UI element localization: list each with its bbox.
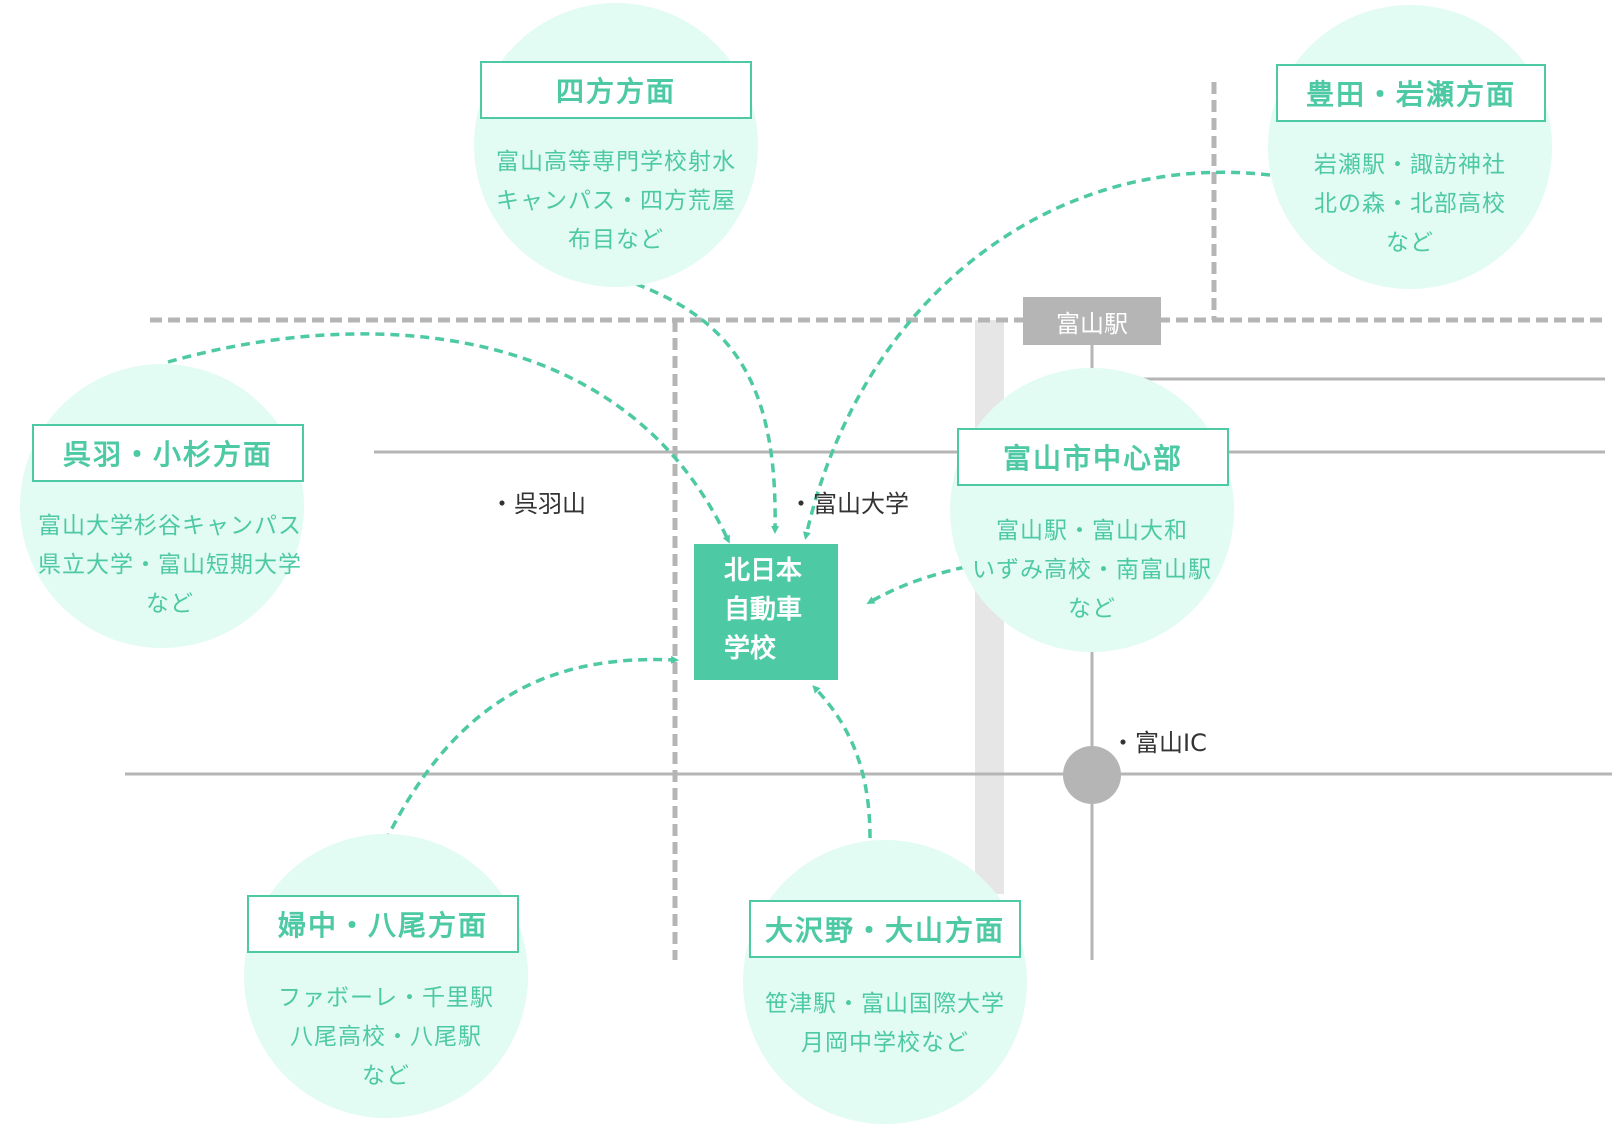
area-circle-yokata bbox=[474, 3, 758, 287]
route-arrow-kureha bbox=[167, 332, 730, 544]
area-description-line: など bbox=[1068, 596, 1116, 622]
school-marker[interactable]: 北日本 自動車 学校 bbox=[694, 544, 838, 680]
area-description-line: など bbox=[146, 591, 194, 617]
area-circle-toyoda bbox=[1268, 5, 1552, 289]
school-name-line: 学校 bbox=[724, 634, 777, 664]
area-description-line: 富山駅・富山大和 bbox=[996, 518, 1188, 544]
area-title-fuchu[interactable]: 婦中・八尾方面 bbox=[247, 895, 519, 953]
route-arrows bbox=[167, 170, 1271, 843]
area-description-line: 月岡中学校など bbox=[801, 1030, 969, 1056]
area-description-line: など bbox=[362, 1063, 410, 1089]
area-circle-fuchu bbox=[244, 834, 528, 1118]
area-title-yokata[interactable]: 四方方面 bbox=[480, 61, 752, 119]
area-circle-kureha bbox=[20, 364, 304, 648]
area-title-toyoda[interactable]: 豊田・岩瀬方面 bbox=[1276, 64, 1546, 122]
route-arrow-center bbox=[866, 565, 966, 604]
interchange-marker bbox=[1063, 746, 1121, 804]
school-name-line: 自動車 bbox=[724, 595, 803, 625]
area-description-line: 富山大学杉谷キャンパス bbox=[38, 513, 302, 539]
area-description-toyoda: 岩瀬駅・諏訪神社 北の森・北部高校 など bbox=[1260, 146, 1560, 263]
area-description-line: 笹津駅・富山国際大学 bbox=[765, 991, 1005, 1017]
route-arrow-yokata bbox=[635, 282, 780, 534]
landmark-kurehayama: ・呉羽山 bbox=[490, 490, 586, 518]
school-name-line: 北日本 bbox=[724, 556, 803, 586]
area-title-osawano[interactable]: 大沢野・大山方面 bbox=[749, 900, 1021, 958]
area-description-line: キャンパス・四方荒屋 bbox=[496, 188, 736, 214]
area-description-line: 岩瀬駅・諏訪神社 bbox=[1314, 152, 1506, 178]
area-description-line: など bbox=[1386, 230, 1434, 256]
route-arrow-osawano bbox=[812, 685, 872, 839]
area-description-line: 県立大学・富山短期大学 bbox=[38, 552, 302, 578]
area-description-osawano: 笹津駅・富山国際大学 月岡中学校など bbox=[735, 985, 1035, 1063]
area-description-line: ファボーレ・千里駅 bbox=[278, 985, 494, 1011]
area-description-line: 布目など bbox=[568, 227, 664, 253]
area-title-kureha[interactable]: 呉羽・小杉方面 bbox=[32, 424, 304, 482]
station-label: 富山駅 bbox=[1023, 297, 1161, 345]
landmark-toyama-university: ・富山大学 bbox=[789, 490, 909, 518]
area-circle-osawano bbox=[743, 840, 1027, 1124]
area-description-center: 富山駅・富山大和 いずみ高校・南富山駅 など bbox=[942, 512, 1242, 629]
area-description-yokata: 富山高等専門学校射水 キャンパス・四方荒屋 布目など bbox=[466, 143, 766, 260]
area-title-center[interactable]: 富山市中心部 bbox=[957, 428, 1229, 486]
area-description-fuchu: ファボーレ・千里駅 八尾高校・八尾駅 など bbox=[236, 979, 536, 1096]
landmark-toyama-ic: ・富山IC bbox=[1111, 729, 1207, 757]
area-description-line: いずみ高校・南富山駅 bbox=[972, 557, 1212, 583]
area-description-line: 北の森・北部高校 bbox=[1314, 191, 1506, 217]
area-description-kureha: 富山大学杉谷キャンパス 県立大学・富山短期大学 など bbox=[10, 507, 330, 624]
area-description-line: 八尾高校・八尾駅 bbox=[290, 1024, 482, 1050]
area-description-line: 富山高等専門学校射水 bbox=[496, 149, 736, 175]
route-arrow-toyoda bbox=[802, 170, 1271, 540]
route-arrow-fuchu bbox=[383, 655, 679, 843]
area-circle-center bbox=[950, 368, 1234, 652]
